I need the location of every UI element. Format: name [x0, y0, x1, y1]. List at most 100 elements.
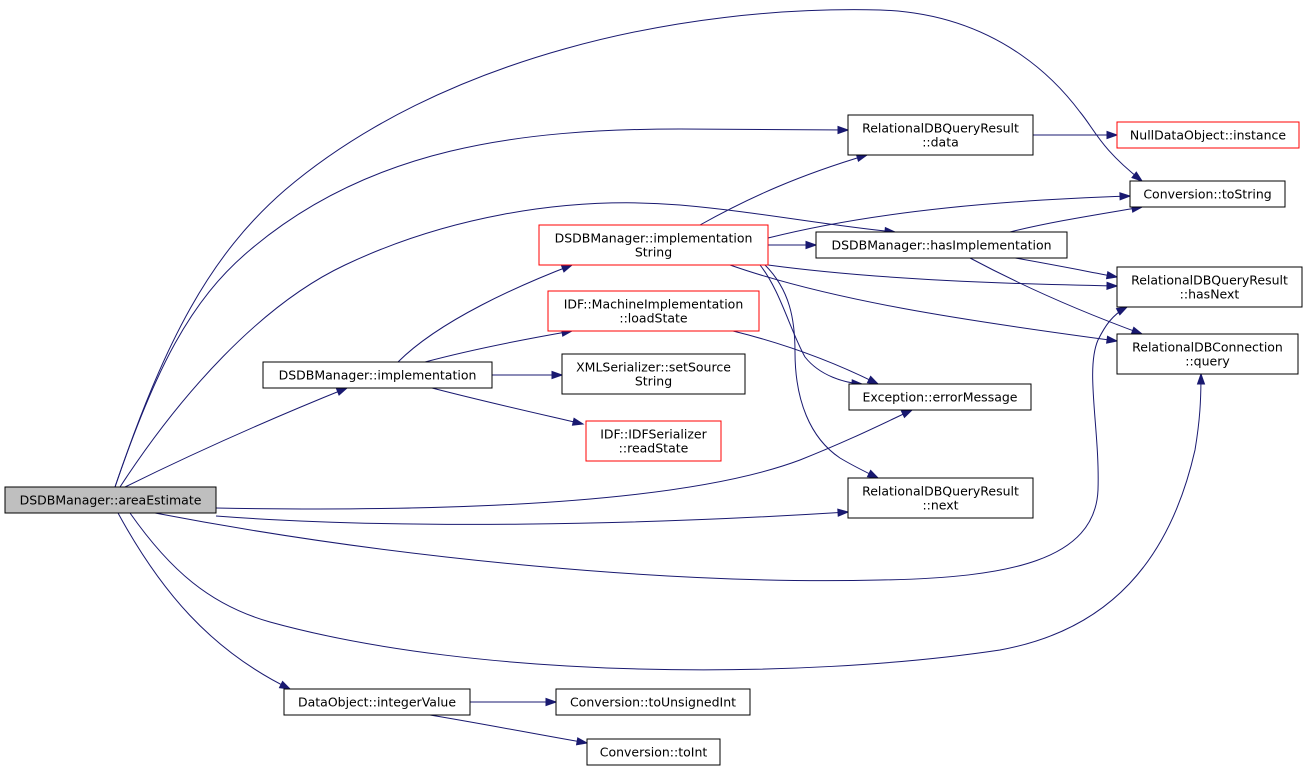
edge-impl-to-idfser	[431, 387, 585, 426]
node-label-line: ::readState	[619, 441, 689, 456]
edge-line	[767, 195, 1131, 239]
edge-line	[699, 154, 868, 226]
node-label-line: NullDataObject::instance	[1130, 128, 1286, 143]
edge-arrowhead	[335, 387, 349, 396]
edge-line	[767, 264, 1118, 287]
node-label-line: IDF::IDFSerializer	[600, 427, 707, 442]
edges-layer	[114, 9, 1206, 746]
edge-line	[759, 264, 863, 385]
edge-line	[397, 264, 573, 363]
node-dataobj-int[interactable]: DataObject::integerValue	[283, 688, 471, 716]
node-label-line: Conversion::toInt	[600, 745, 708, 760]
node-label-line: ::query	[1185, 354, 1230, 369]
node-box	[1116, 121, 1300, 149]
edge-line	[114, 9, 1143, 488]
edge-line	[429, 714, 588, 744]
edge-dataobj_int-to-toint	[429, 714, 589, 746]
node-label-line: RelationalDBQueryResult	[862, 121, 1019, 136]
node-exc[interactable]: Exception::errorMessage	[848, 383, 1032, 411]
node-label-line: String	[635, 245, 672, 260]
node-label-line: Conversion::toString	[1143, 187, 1271, 202]
node-box	[561, 353, 746, 395]
edge-root-to-impl	[124, 387, 349, 488]
node-hasimpl[interactable]: DSDBManager::hasImplementation	[815, 231, 1068, 259]
node-label-line: DSDBManager::areaEstimate	[20, 493, 202, 508]
node-label-line: RelationalDBQueryResult	[1131, 273, 1288, 288]
node-label-line: ::next	[922, 498, 958, 513]
edge-line	[1009, 206, 1143, 233]
node-qr-next[interactable]: RelationalDBQueryResult::next	[847, 477, 1034, 519]
edge-implstr-to-tostring	[767, 192, 1132, 239]
node-label-line: DSDBManager::hasImplementation	[831, 238, 1051, 253]
edge-implstr-to-conn_query	[729, 264, 1119, 344]
edge-line	[114, 128, 849, 488]
edge-arrowhead	[1131, 171, 1144, 182]
edge-line	[1014, 257, 1118, 278]
edge-arrowhead	[1106, 335, 1119, 344]
node-label-line: DSDBManager::implementation	[555, 231, 753, 246]
edge-root-to-dataobj_int	[117, 512, 292, 690]
node-touint[interactable]: Conversion::toUnsignedInt	[555, 688, 751, 716]
edge-root-to-exc	[215, 409, 914, 510]
edge-implstr-to-qr_hasnext	[767, 264, 1119, 291]
node-box	[585, 420, 722, 462]
edge-root-to-qr_hasnext	[154, 306, 1129, 582]
edge-arrowhead	[1196, 372, 1206, 385]
edge-arrowhead	[551, 370, 564, 380]
node-qr-hasnext[interactable]: RelationalDBQueryResult::hasNext	[1116, 266, 1303, 308]
edge-line	[729, 264, 1118, 342]
node-nulldata[interactable]: NullDataObject::instance	[1116, 121, 1300, 149]
node-qr-data[interactable]: RelationalDBQueryResult::data	[847, 114, 1034, 156]
edge-arrowhead	[1115, 306, 1129, 316]
edge-dataobj_int-to-touint	[470, 697, 558, 707]
node-label-line: ::loadState	[619, 311, 688, 326]
node-label-line: IDF::MachineImplementation	[564, 297, 744, 312]
node-label-line: ::hasNext	[1180, 287, 1240, 302]
node-root[interactable]: DSDBManager::areaEstimate	[4, 486, 217, 514]
edge-qr_data-to-nulldata	[1033, 130, 1119, 140]
node-machimpl[interactable]: IDF::MachineImplementation::loadState	[547, 290, 760, 332]
edge-arrowhead	[1130, 326, 1144, 335]
edge-line	[124, 387, 348, 488]
node-toint[interactable]: Conversion::toInt	[586, 738, 721, 766]
node-label-line: String	[635, 374, 672, 389]
edge-line	[215, 409, 913, 510]
node-box	[547, 290, 760, 332]
node-impl[interactable]: DSDBManager::implementation	[262, 361, 493, 389]
edge-line	[117, 512, 291, 690]
node-tostring[interactable]: Conversion::toString	[1129, 180, 1286, 208]
edge-arrowhead	[855, 153, 869, 163]
node-box	[1116, 266, 1303, 308]
edge-arrowhead	[837, 125, 850, 135]
edge-implstr-to-qr_next	[764, 264, 880, 479]
edge-arrowhead	[1106, 281, 1119, 291]
edge-line	[764, 264, 879, 479]
edge-hasimpl-to-tostring	[1009, 204, 1144, 233]
edge-arrowhead	[866, 469, 880, 479]
edge-arrowhead	[1105, 270, 1119, 280]
node-box	[586, 738, 721, 766]
edge-root-to-tostring	[114, 9, 1144, 488]
node-box	[847, 477, 1034, 519]
node-idfser[interactable]: IDF::IDFSerializer::readState	[585, 420, 722, 462]
edge-implstr-to-hasimpl	[768, 240, 818, 250]
edge-arrowhead	[545, 697, 558, 707]
edge-implstr-to-exc	[759, 264, 864, 388]
node-conn-query[interactable]: RelationalDBConnection::query	[1116, 333, 1299, 375]
edge-arrowhead	[837, 508, 850, 517]
edge-arrowhead	[900, 409, 914, 419]
edge-hasimpl-to-conn_query	[969, 257, 1144, 335]
node-box	[262, 361, 493, 389]
edge-line	[424, 330, 573, 363]
edge-line	[119, 202, 896, 488]
node-box	[283, 688, 471, 716]
edge-root-to-conn_query	[129, 372, 1206, 671]
edge-arrowhead	[1106, 130, 1119, 140]
edge-line	[969, 257, 1143, 335]
edge-line	[732, 330, 879, 385]
node-label-line: DataObject::integerValue	[298, 695, 456, 710]
edge-arrowhead	[560, 264, 574, 273]
